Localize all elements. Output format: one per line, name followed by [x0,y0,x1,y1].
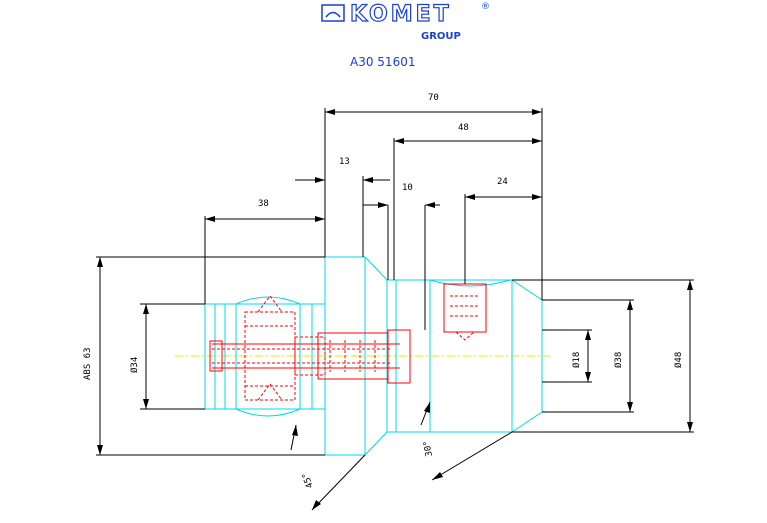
dim-length-24: 24 [497,177,508,187]
dim-length-13: 13 [339,157,350,167]
dim-angle-45: 45° [301,471,316,490]
logo-text: KOMET [350,2,452,27]
logo-registered-mark: ® [481,2,490,12]
komet-logo: KOMET ® GROUP [321,1,490,42]
dim-length-10: 10 [402,183,413,193]
dim-abs-63: ABS 63 [83,347,93,380]
dim-angle-30: 30° [422,439,435,457]
hidden-internal-features [209,283,487,401]
tool-outline [204,256,543,456]
dim-diameter-34: Ø34 [129,357,140,373]
dimension-lines [96,108,694,511]
dim-length-70: 70 [428,93,439,103]
part-number: A30 51601 [350,55,415,69]
dim-diameter-38: Ø38 [613,352,624,368]
dim-length-38: 38 [258,199,269,209]
dim-diameter-18: Ø18 [571,352,582,368]
dim-diameter-48: Ø48 [673,352,684,368]
logo-group-text: GROUP [421,31,461,42]
dim-length-48: 48 [458,123,469,133]
